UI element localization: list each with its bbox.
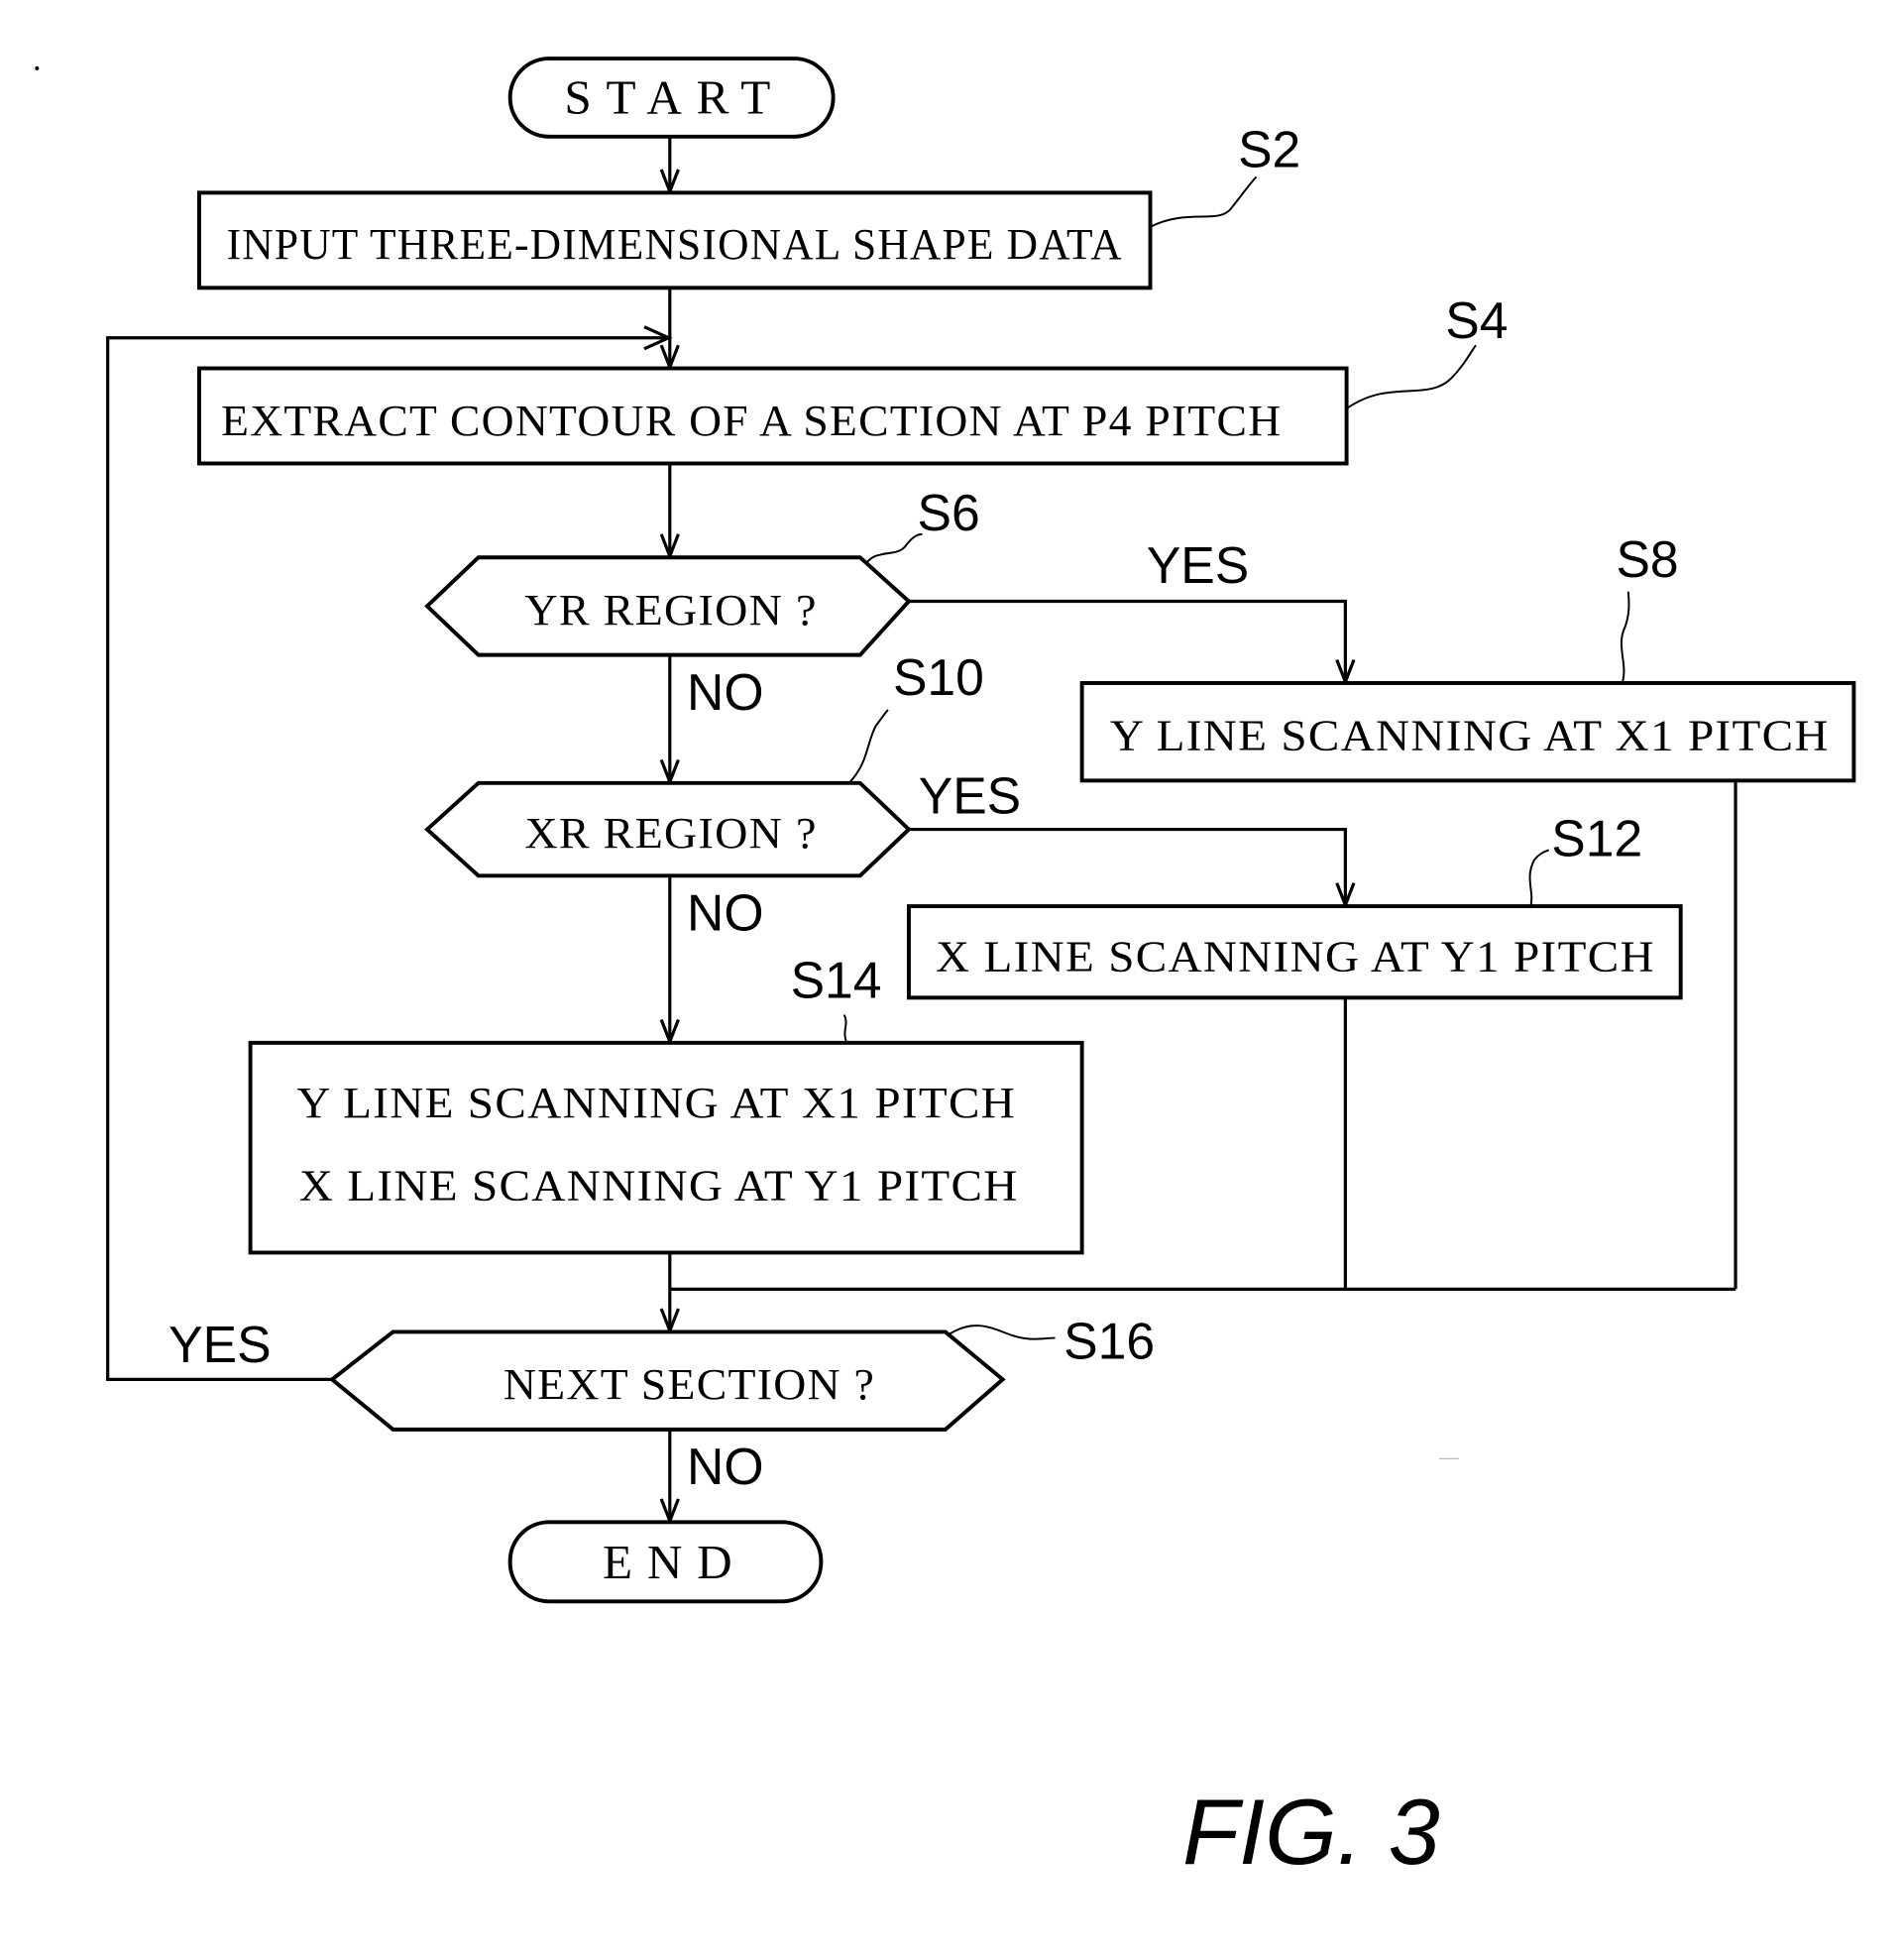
s6-yes-label: YES — [1147, 536, 1249, 594]
edge-s10-yes — [909, 830, 1345, 905]
scan-speck — [35, 66, 39, 70]
decision-s10: XR REGION ? — [427, 783, 909, 875]
decision-s6: YR REGION ? — [427, 557, 909, 654]
step-s8-ref: S8 — [1616, 530, 1678, 588]
step-s14-ref: S14 — [791, 951, 882, 1008]
s2-leader-line — [1151, 176, 1257, 226]
step-s12-box: X LINE SCANNING AT Y1 PITCH — [909, 906, 1681, 997]
start-terminal: START — [510, 58, 834, 137]
step-s6-ref: S6 — [918, 484, 980, 541]
step-s8-box: Y LINE SCANNING AT X1 PITCH — [1082, 683, 1854, 780]
decision-s6-text: YR REGION ? — [524, 586, 817, 634]
s6-leader-line — [866, 534, 923, 564]
step-s12-text: X LINE SCANNING AT Y1 PITCH — [936, 932, 1655, 980]
decision-s16-text: NEXT SECTION ? — [504, 1360, 875, 1409]
step-s2-ref: S2 — [1238, 121, 1300, 178]
s6-no-label: NO — [687, 663, 763, 721]
step-s12-ref: S12 — [1551, 810, 1642, 867]
figure-caption: FIG. 3 — [1182, 1780, 1440, 1884]
s16-leader-line — [950, 1326, 1056, 1339]
step-s14-text-line2: X LINE SCANNING AT Y1 PITCH — [299, 1162, 1019, 1211]
s14-leader-line — [844, 1015, 846, 1043]
end-terminal: END — [510, 1522, 822, 1601]
step-s4-box: EXTRACT CONTOUR OF A SECTION AT P4 PITCH — [199, 369, 1347, 464]
s10-leader-line — [849, 710, 888, 783]
step-s14-text-line1: Y LINE SCANNING AT X1 PITCH — [296, 1079, 1016, 1127]
step-s4-ref: S4 — [1445, 291, 1508, 349]
decision-s10-text: XR REGION ? — [524, 809, 817, 858]
s12-leader-line — [1530, 850, 1549, 906]
start-label: START — [564, 69, 785, 124]
step-s2-text: INPUT THREE-DIMENSIONAL SHAPE DATA — [227, 220, 1123, 269]
decision-s16: NEXT SECTION ? — [332, 1331, 1003, 1429]
s10-yes-label: YES — [919, 767, 1021, 825]
s16-no-label: NO — [687, 1438, 763, 1495]
s4-leader-line — [1347, 345, 1476, 408]
step-s14-box: Y LINE SCANNING AT X1 PITCH X LINE SCANN… — [251, 1043, 1082, 1253]
step-s16-ref: S16 — [1063, 1312, 1155, 1369]
step-s4-text: EXTRACT CONTOUR OF A SECTION AT P4 PITCH — [221, 397, 1282, 445]
end-label: END — [603, 1535, 746, 1589]
step-s2-box: INPUT THREE-DIMENSIONAL SHAPE DATA — [199, 192, 1151, 288]
step-s10-ref: S10 — [893, 648, 984, 706]
s8-leader-line — [1622, 592, 1629, 683]
s16-yes-label: YES — [168, 1316, 271, 1373]
s10-no-label: NO — [687, 884, 763, 942]
step-s8-text: Y LINE SCANNING AT X1 PITCH — [1110, 712, 1830, 760]
